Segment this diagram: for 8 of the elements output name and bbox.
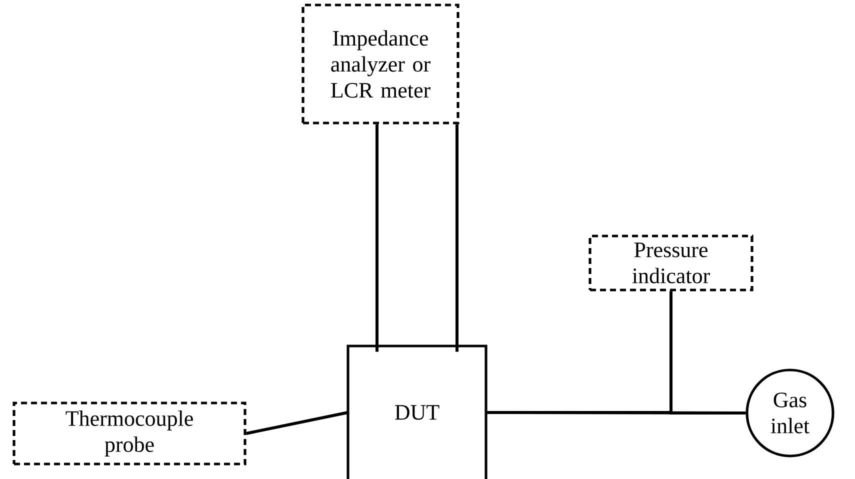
instrument-box: Impedance analyzer or LCR meter	[302, 4, 460, 124]
connector-line	[456, 124, 458, 352]
device-box: DUT	[346, 344, 488, 479]
connector-line	[376, 124, 378, 352]
connector-line	[246, 411, 348, 435]
probe-box: Thermocouple probe	[12, 402, 246, 466]
connector-line	[670, 291, 746, 414]
instrument-box: Pressure indicator	[588, 234, 754, 292]
